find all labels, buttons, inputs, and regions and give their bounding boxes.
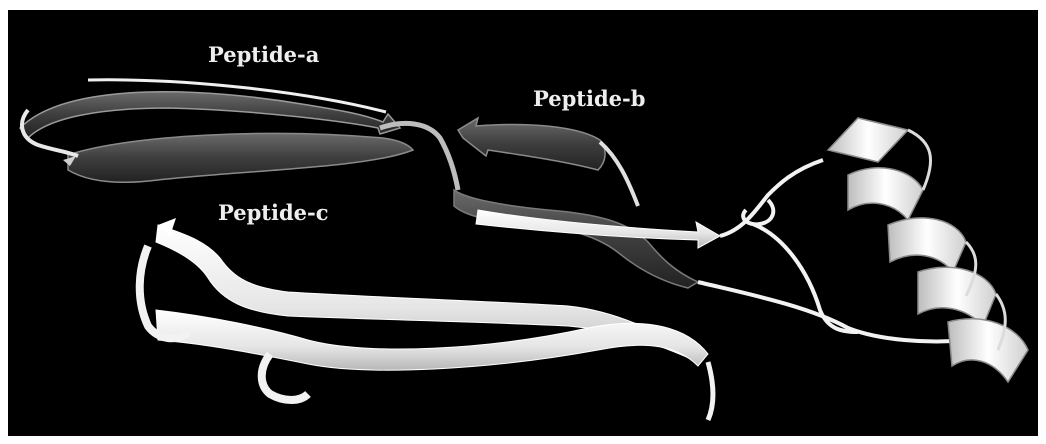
label-peptide-a: Peptide-a <box>208 42 320 67</box>
label-peptide-c: Peptide-c <box>218 200 329 225</box>
ribbon-diagram: Peptide-a Peptide-b Peptide-c <box>8 10 1038 436</box>
peptide-a-strands <box>20 80 413 183</box>
protein-ribbon-image: Peptide-a Peptide-b Peptide-c <box>8 10 1038 436</box>
peptide-b-arrow-strand <box>476 210 720 248</box>
peptide-b-strands <box>454 118 698 288</box>
label-peptide-b: Peptide-b <box>533 86 645 111</box>
